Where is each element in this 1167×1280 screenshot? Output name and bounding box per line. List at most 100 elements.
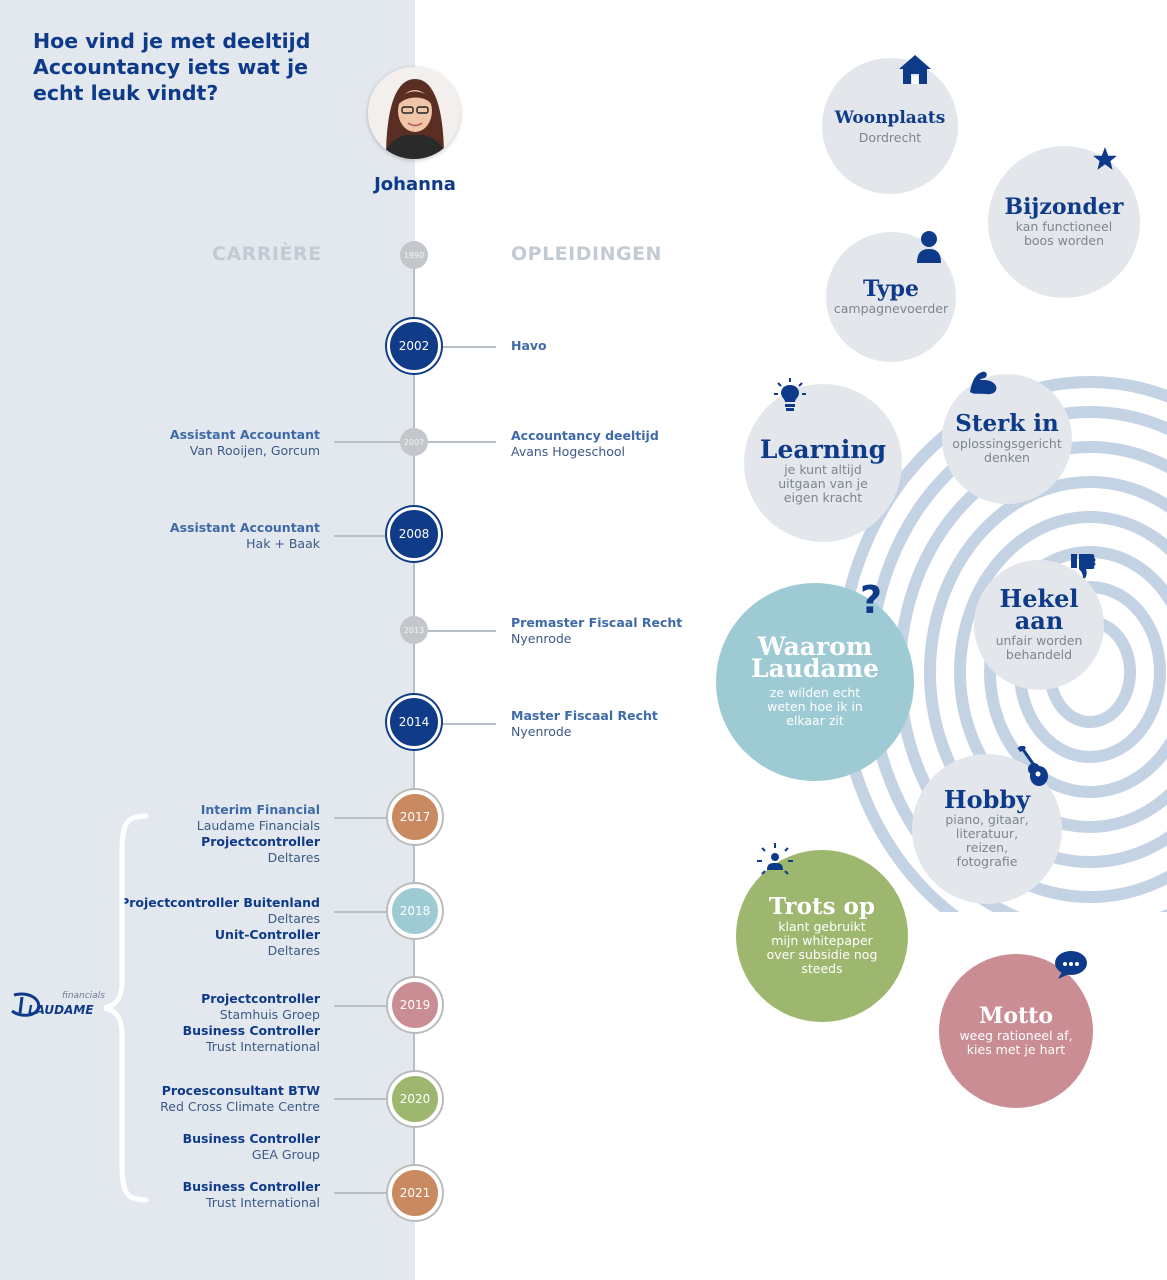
career-title: Interim Financial (200, 802, 320, 817)
career-title: Procesconsultant BTW (161, 1083, 320, 1098)
avatar (368, 67, 460, 159)
page-title: Hoe vind je met deeltijd Accountancy iet… (33, 29, 311, 105)
bubble-hekel: Hekel aan unfair worden behandeld (974, 560, 1104, 690)
connector (334, 817, 414, 819)
year-node-2017: 2017 (388, 790, 442, 844)
bubble-text: klant gebruikt mijn whitepaper over subs… (766, 919, 878, 976)
career-org: Red Cross Climate Centre (160, 1099, 320, 1114)
career-title: Projectcontroller (201, 991, 320, 1006)
bicep-icon (970, 371, 997, 395)
career-title: Unit-Controller (214, 927, 320, 942)
education-org: Avans Hogeschool (511, 444, 626, 459)
career-title: Projectcontroller (201, 834, 320, 849)
career-2017: Interim Financial Laudame Financials Pro… (197, 802, 320, 866)
year-node-2021: 2021 (388, 1166, 442, 1220)
guitar-icon (1017, 746, 1048, 786)
bubble-learning: Learning je kunt altijd uitgaan van je e… (744, 384, 902, 542)
year-node-2014: 2014 (387, 695, 441, 749)
logo-name: LAUDAME (28, 1003, 94, 1017)
career-2021: Business Controller Trust International (183, 1179, 320, 1211)
bubble-trots: Trots op klant gebruikt mijn whitepaper … (736, 850, 908, 1022)
logo-sub: financials (62, 991, 105, 1001)
career-2018: Projectcontroller Buitenland Deltares Un… (120, 895, 320, 959)
year-node-2002: 2002 (387, 319, 441, 373)
connector (334, 1098, 414, 1100)
bubble-text: Dordrecht (858, 130, 922, 145)
career-org: Stamhuis Groep (219, 1007, 320, 1022)
career-2020: Procesconsultant BTW Red Cross Climate C… (160, 1083, 320, 1115)
bubble-text: campagnevoerder (833, 301, 949, 316)
education-heading: OPLEIDINGEN (511, 243, 662, 265)
year-node-2020: 2020 (388, 1072, 442, 1126)
bubble-text: unfair worden behandeld (995, 633, 1083, 662)
bubble-title: Hobby (943, 785, 1031, 814)
year-node-2018: 2018 (388, 884, 442, 938)
bubble-woonplaats: Woonplaats Dordrecht (822, 58, 958, 194)
bubble-text: oplossingsgericht denken (952, 436, 1062, 465)
education-havo: Havo (511, 338, 547, 354)
person-name: Johanna (374, 174, 456, 195)
career-org: Trust International (205, 1195, 320, 1210)
bubble-waarom: Waarom Laudame ze wilden echt weten hoe … (716, 583, 914, 781)
bubble-title: Motto (978, 1003, 1054, 1029)
bubble-text: kan functioneel boos worden (1015, 219, 1113, 248)
career-org: Van Rooijen, Gorcum (189, 443, 320, 458)
speech-bubble-icon (1055, 951, 1087, 979)
career-2020-gea: Business Controller GEA Group (183, 1131, 320, 1163)
career-org: Deltares (267, 911, 320, 926)
education-accountancy: Accountancy deeltijd Avans Hogeschool (511, 428, 659, 460)
career-title: Assistant Accountant (169, 520, 320, 535)
question-icon: ? (860, 578, 883, 622)
laudame-logo-mark (11, 992, 41, 1017)
career-org: Deltares (267, 850, 320, 865)
connector (334, 1005, 414, 1007)
career-title: Assistant Accountant (169, 427, 320, 442)
year-node-2008: 2008 (387, 507, 441, 561)
bubble-title: Waarom Laudame (751, 632, 879, 683)
career-title: Business Controller (182, 1131, 320, 1146)
career-org: Trust International (205, 1039, 320, 1054)
bubble-hobby: Hobby piano, gitaar, literatuur, reizen,… (912, 754, 1062, 904)
career-title: Business Controller (182, 1023, 320, 1038)
education-premaster: Premaster Fiscaal Recht Nyenrode (511, 615, 682, 647)
education-org: Nyenrode (511, 631, 572, 646)
bubble-title: Hekel aan (999, 584, 1079, 635)
connector (414, 630, 496, 632)
year-node-1990: 1990 (400, 241, 428, 269)
bubble-title: Sterk in (955, 410, 1059, 437)
laudame-logo: financials LAUDAME (8, 991, 105, 1021)
left-panel (0, 0, 415, 1280)
laudame-brace (103, 813, 149, 1203)
career-2008: Assistant Accountant Hak + Baak (170, 520, 320, 552)
connector (334, 1192, 414, 1194)
career-org: Laudame Financials (196, 818, 320, 833)
education-title: Premaster Fiscaal Recht (511, 615, 683, 630)
year-node-2013: 2013 (400, 616, 428, 644)
career-2007: Assistant Accountant Van Rooijen, Gorcum (170, 427, 320, 459)
career-title: Business Controller (182, 1179, 320, 1194)
career-org: Deltares (267, 943, 320, 958)
bubble-motto: Motto weeg rationeel af, kies met je har… (939, 954, 1093, 1108)
bubble-title: Type (862, 276, 920, 302)
connector (414, 346, 496, 348)
bubble-type: Type campagnevoerder (826, 232, 956, 362)
bubble-text: weeg rationeel af, kies met je hart (959, 1028, 1073, 1057)
home-icon (899, 55, 931, 84)
education-title: Havo (511, 338, 547, 353)
spotlight-person-icon (757, 843, 793, 875)
education-title: Accountancy deeltijd (511, 428, 659, 443)
bubble-bijzonder: Bijzonder kan functioneel boos worden (988, 146, 1140, 298)
star-icon (1093, 147, 1117, 170)
bubble-text: je kunt altijd uitgaan van je eigen krac… (778, 462, 868, 505)
connector (334, 535, 414, 537)
connector (414, 723, 496, 725)
bubble-title: Trots op (769, 893, 875, 920)
career-heading: CARRIÈRE (212, 243, 322, 265)
person-icon (917, 231, 941, 263)
bubble-title: Bijzonder (1004, 194, 1124, 220)
year-node-2019: 2019 (388, 978, 442, 1032)
bubble-text: ze wilden echt weten hoe ik in elkaar zi… (767, 685, 863, 728)
career-org: GEA Group (251, 1147, 320, 1162)
career-org: Hak + Baak (246, 536, 320, 551)
career-2019: Projectcontroller Stamhuis Groep Busines… (183, 991, 320, 1055)
